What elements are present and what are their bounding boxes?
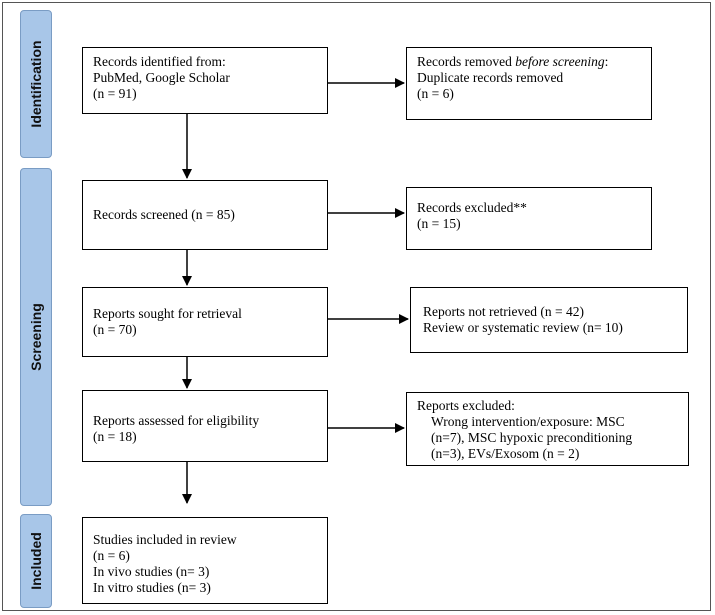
studies-included-line1: Studies included in review	[93, 532, 237, 547]
phase-included: Included	[20, 514, 52, 608]
records-identified-line2: PubMed, Google Scholar	[93, 70, 230, 85]
records-identified-line1: Records identified from:	[93, 54, 226, 69]
records-screened-box: Records screened (n = 85)	[82, 180, 328, 250]
reports-assessed-box: Reports assessed for eligibility (n = 18…	[82, 390, 328, 462]
reports-not-retrieved-line1: Reports not retrieved (n = 42)	[423, 304, 584, 319]
studies-included-line3: In vivo studies (n= 3)	[93, 564, 210, 579]
reports-sought-line2: (n = 70)	[93, 322, 137, 337]
studies-included-line2: (n = 6)	[93, 548, 130, 563]
reports-not-retrieved-box: Reports not retrieved (n = 42) Review or…	[410, 287, 688, 353]
records-identified-box: Records identified from: PubMed, Google …	[82, 47, 328, 114]
phase-identification: Identification	[20, 10, 52, 158]
records-excluded-box: Records excluded** (n = 15)	[406, 187, 652, 250]
reports-sought-box: Reports sought for retrieval (n = 70)	[82, 287, 328, 357]
records-removed-line2: Duplicate records removed	[417, 70, 564, 85]
reports-not-retrieved-line2: Review or systematic review (n= 10)	[423, 320, 623, 335]
records-removed-prefix: Records removed	[417, 54, 516, 69]
phase-screening: Screening	[20, 168, 52, 506]
reports-excluded-line1: Reports excluded:	[417, 398, 515, 413]
records-excluded-line2: (n = 15)	[417, 216, 461, 231]
records-removed-italic: before screening	[515, 54, 605, 69]
reports-assessed-line1: Reports assessed for eligibility	[93, 413, 260, 428]
reports-sought-line1: Reports sought for retrieval	[93, 306, 242, 321]
reports-assessed-line2: (n = 18)	[93, 429, 137, 444]
records-removed-line3: (n = 6)	[417, 86, 454, 101]
reports-excluded-line3: (n=7), MSC hypoxic preconditioning	[431, 430, 633, 445]
reports-excluded-line4: (n=3), EVs/Exosom (n = 2)	[431, 446, 580, 461]
records-removed-line1: Records removed before screening:	[417, 54, 641, 70]
studies-included-box: Studies included in review (n = 6) In vi…	[82, 517, 328, 604]
records-screened-line1: Records screened (n = 85)	[93, 207, 235, 222]
records-identified-line3: (n = 91)	[93, 86, 137, 101]
reports-excluded-line2: Wrong intervention/exposure: MSC	[431, 414, 625, 429]
studies-included-line4: In vitro studies (n= 3)	[93, 580, 211, 595]
reports-excluded-box: Reports excluded: Wrong intervention/exp…	[406, 392, 689, 466]
records-excluded-line1: Records excluded**	[417, 200, 527, 215]
records-removed-suffix: :	[604, 54, 609, 69]
records-removed-box: Records removed before screening: Duplic…	[406, 47, 652, 120]
